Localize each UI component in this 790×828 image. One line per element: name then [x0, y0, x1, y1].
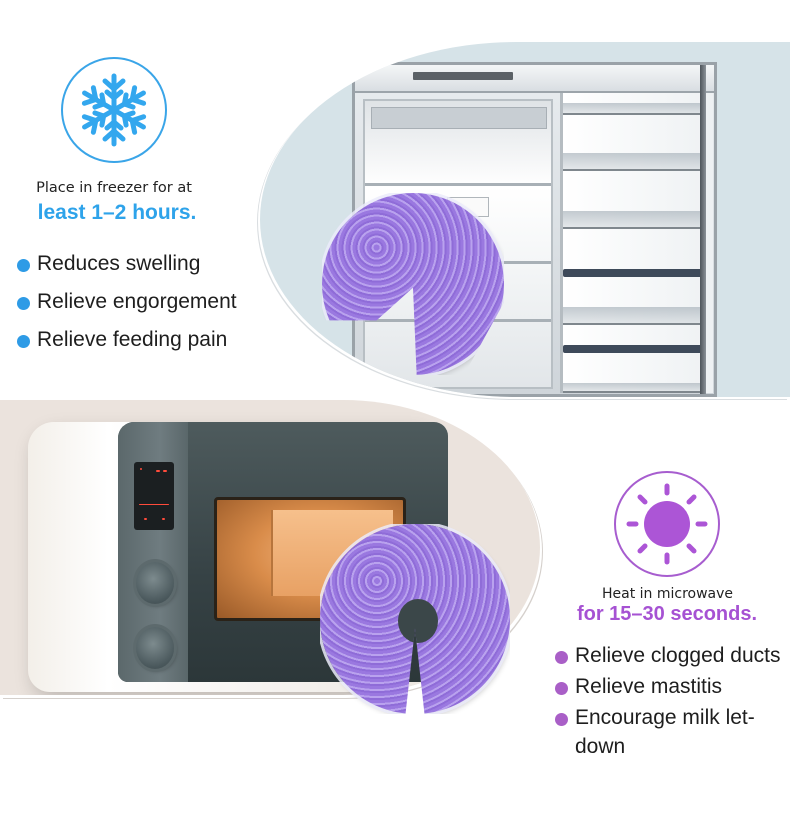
benefit-item: Relieve engorgement — [17, 287, 287, 317]
bullet-dot-icon — [555, 713, 568, 726]
microwave-knob — [136, 627, 174, 669]
sun-icon — [614, 471, 720, 577]
freezer-image-panel — [260, 42, 790, 397]
bullet-dot-icon — [17, 335, 30, 348]
benefit-item: Relieve clogged ducts — [555, 641, 785, 670]
bullet-dot-icon — [555, 651, 568, 664]
snowflake-icon — [61, 57, 167, 163]
benefit-item: Relieve feeding pain — [17, 325, 287, 355]
benefit-item: Reduces swelling — [17, 249, 287, 279]
warm-benefits-list: Relieve clogged ducts Relieve mastitis E… — [555, 641, 785, 763]
bullet-dot-icon — [17, 297, 30, 310]
benefit-item: Relieve mastitis — [555, 672, 785, 701]
heat-instruction-caption: Heat in microwave — [601, 586, 734, 602]
cold-benefits-list: Reduces swelling Relieve engorgement Rel… — [17, 249, 287, 363]
freeze-instruction-caption: Place in freezer for at — [36, 180, 192, 196]
bullet-dot-icon — [17, 259, 30, 272]
freeze-duration-headline: least 1–2 hours. — [37, 201, 197, 224]
benefit-item: Encourage milk let-down — [555, 703, 785, 761]
freezer-illustration — [352, 62, 717, 397]
heat-duration-headline: for 15–30 seconds. — [576, 603, 758, 625]
bullet-dot-icon — [555, 682, 568, 695]
microwave-knob — [136, 562, 174, 604]
microwave-display — [134, 462, 174, 530]
